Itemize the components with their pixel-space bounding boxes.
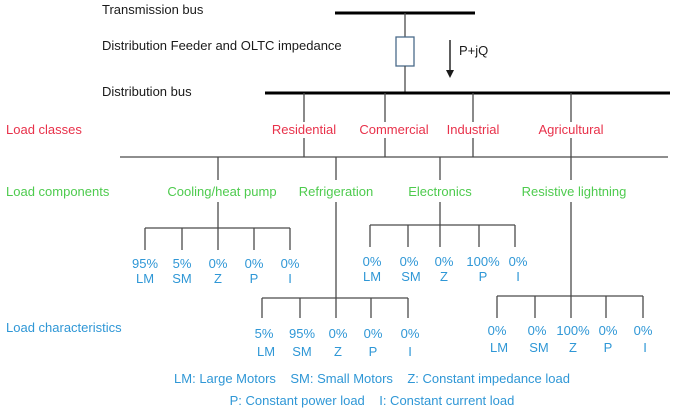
electronics-code-lm: LM	[363, 269, 381, 284]
refrigeration-pct-i: 0%	[401, 326, 420, 341]
component-cooling: Cooling/heat pump	[167, 184, 276, 199]
resistive-pct-i: 0%	[634, 323, 653, 338]
cooling-ticks	[144, 228, 291, 250]
resistive-code-p: P	[604, 340, 613, 355]
electronics-pct-lm: 0%	[363, 254, 382, 269]
refrigeration-code-z: Z	[334, 344, 342, 359]
refrigeration-pct-z: 0%	[329, 326, 348, 341]
refrigeration-code-lm: LM	[257, 344, 275, 359]
resistive-pct-lm: 0%	[488, 323, 507, 338]
cooling-code-p: P	[250, 271, 259, 286]
load-components-label: Load components	[6, 184, 110, 199]
legend-line-1: LM: Large Motors SM: Small Motors Z: Con…	[174, 371, 570, 386]
resistive-code-i: I	[643, 340, 647, 355]
cooling-pct-z: 0%	[209, 256, 228, 271]
transmission-bus-label: Transmission bus	[102, 2, 204, 17]
feeder-impedance-box	[395, 36, 415, 67]
refrigeration-ticks	[261, 298, 409, 318]
resistive-code-z: Z	[569, 340, 577, 355]
resistive-pct-sm: 0%	[528, 323, 547, 338]
class-residential: Residential	[272, 122, 336, 137]
resistive-ticks	[496, 296, 644, 318]
resistive-code-lm: LM	[490, 340, 508, 355]
class-commercial: Commercial	[359, 122, 428, 137]
refrigeration-pct-lm: 5%	[255, 326, 274, 341]
electronics-pct-z: 0%	[435, 254, 454, 269]
cooling-code-lm: LM	[136, 271, 154, 286]
electronics-pct-sm: 0%	[400, 254, 419, 269]
cooling-pct-lm: 95%	[132, 256, 158, 271]
distribution-bus-label: Distribution bus	[102, 84, 192, 99]
resistive-code-sm: SM	[529, 340, 549, 355]
resistive-pct-z: 100%	[556, 323, 590, 338]
resistive-pct-p: 0%	[599, 323, 618, 338]
class-industrial: Industrial	[447, 122, 500, 137]
cooling-code-i: I	[288, 271, 292, 286]
load-characteristics-label: Load characteristics	[6, 320, 122, 335]
cooling-pct-i: 0%	[281, 256, 300, 271]
cooling-code-z: Z	[214, 271, 222, 286]
refrigeration-pct-sm: 95%	[289, 326, 315, 341]
legend-line-2: P: Constant power load I: Constant curre…	[230, 393, 515, 408]
electronics-pct-p: 100%	[466, 254, 500, 269]
cooling-pct-p: 0%	[245, 256, 264, 271]
load-classes-label: Load classes	[6, 122, 82, 137]
refrigeration-pct-p: 0%	[364, 326, 383, 341]
electronics-code-sm: SM	[401, 269, 421, 284]
refrigeration-code-p: P	[369, 344, 378, 359]
electronics-code-i: I	[516, 269, 520, 284]
refrigeration-code-i: I	[408, 344, 412, 359]
electronics-code-z: Z	[440, 269, 448, 284]
component-refrigeration: Refrigeration	[299, 184, 373, 199]
component-resistive: Resistive lightning	[522, 184, 627, 199]
cooling-code-sm: SM	[172, 271, 192, 286]
component-electronics: Electronics	[408, 184, 472, 199]
electronics-pct-i: 0%	[509, 254, 528, 269]
cooling-pct-sm: 5%	[173, 256, 192, 271]
power-flow-arrow-head	[446, 70, 454, 78]
power-flow-label: P+jQ	[459, 43, 488, 58]
electronics-ticks	[369, 225, 516, 247]
feeder-label: Distribution Feeder and OLTC impedance	[102, 38, 342, 53]
electronics-code-p: P	[479, 269, 488, 284]
refrigeration-code-sm: SM	[292, 344, 312, 359]
class-agricultural: Agricultural	[538, 122, 603, 137]
